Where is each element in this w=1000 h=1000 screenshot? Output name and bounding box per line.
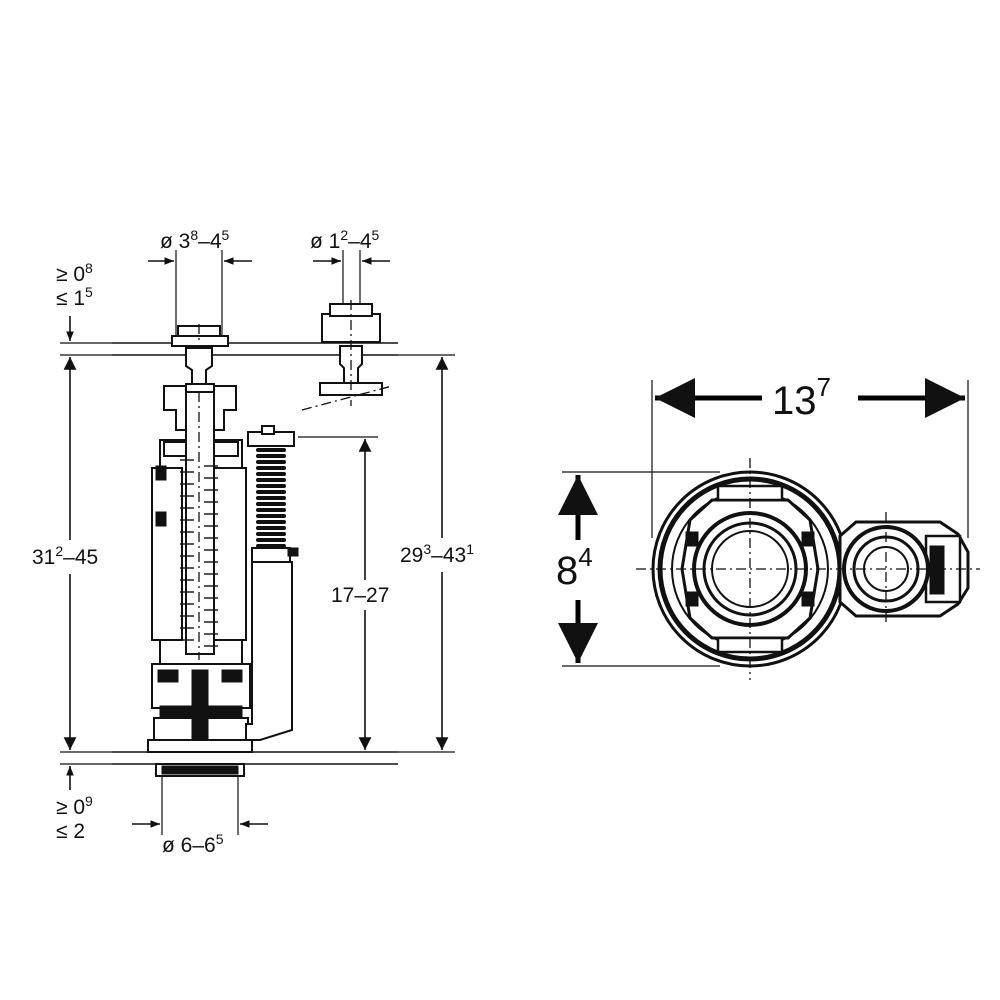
top-view — [558, 378, 980, 680]
hose-ring — [256, 532, 286, 536]
side-view — [30, 250, 502, 835]
overflow-pipe — [245, 425, 299, 741]
hose-ring — [256, 472, 286, 476]
central-tube — [180, 391, 218, 660]
hose-ring — [256, 514, 286, 518]
hose-ring — [256, 496, 286, 500]
hose-ring — [256, 454, 286, 458]
hose-ring — [256, 490, 286, 494]
top-actuator-right — [301, 300, 393, 411]
bottom-gap-label-line2: ≤ 2 — [56, 820, 85, 843]
hose-ring — [256, 538, 286, 542]
top-gap-label-line2: ≤ 15 — [56, 284, 93, 310]
total-height-label: 312–45 — [32, 543, 98, 569]
top-gap-label-line1: ≥ 08 — [56, 260, 93, 286]
width-dim-label: 137 — [772, 372, 831, 423]
base-housing — [147, 663, 253, 777]
hose-ring — [256, 520, 286, 524]
diam-bottom-label: ø 6–65 — [162, 831, 224, 857]
hose-ring — [256, 466, 286, 470]
depth-dim-label: 84 — [556, 542, 593, 593]
bottom-gap-label-line1: ≥ 09 — [56, 793, 93, 819]
hose-ring — [256, 448, 286, 452]
inner-height-label: 17–27 — [331, 584, 389, 607]
extension-lines — [60, 250, 455, 835]
total-height-label-bg — [30, 540, 114, 574]
hose-ring — [256, 526, 286, 530]
hose-ring — [256, 478, 286, 482]
inner-height-label-bg — [328, 580, 404, 610]
bottom-plate — [112, 751, 398, 765]
diam-top-left-label: ø 38–45 — [160, 227, 230, 253]
top-actuator-left — [171, 324, 229, 385]
hose-ring — [256, 502, 286, 506]
diam-top-right-label: ø 12–45 — [310, 227, 380, 253]
hose-ring — [256, 460, 286, 464]
right-height-label-bg — [398, 538, 502, 572]
hose-ring — [256, 484, 286, 488]
right-height-label: 293–431 — [400, 541, 474, 567]
hose-ring — [256, 508, 286, 512]
